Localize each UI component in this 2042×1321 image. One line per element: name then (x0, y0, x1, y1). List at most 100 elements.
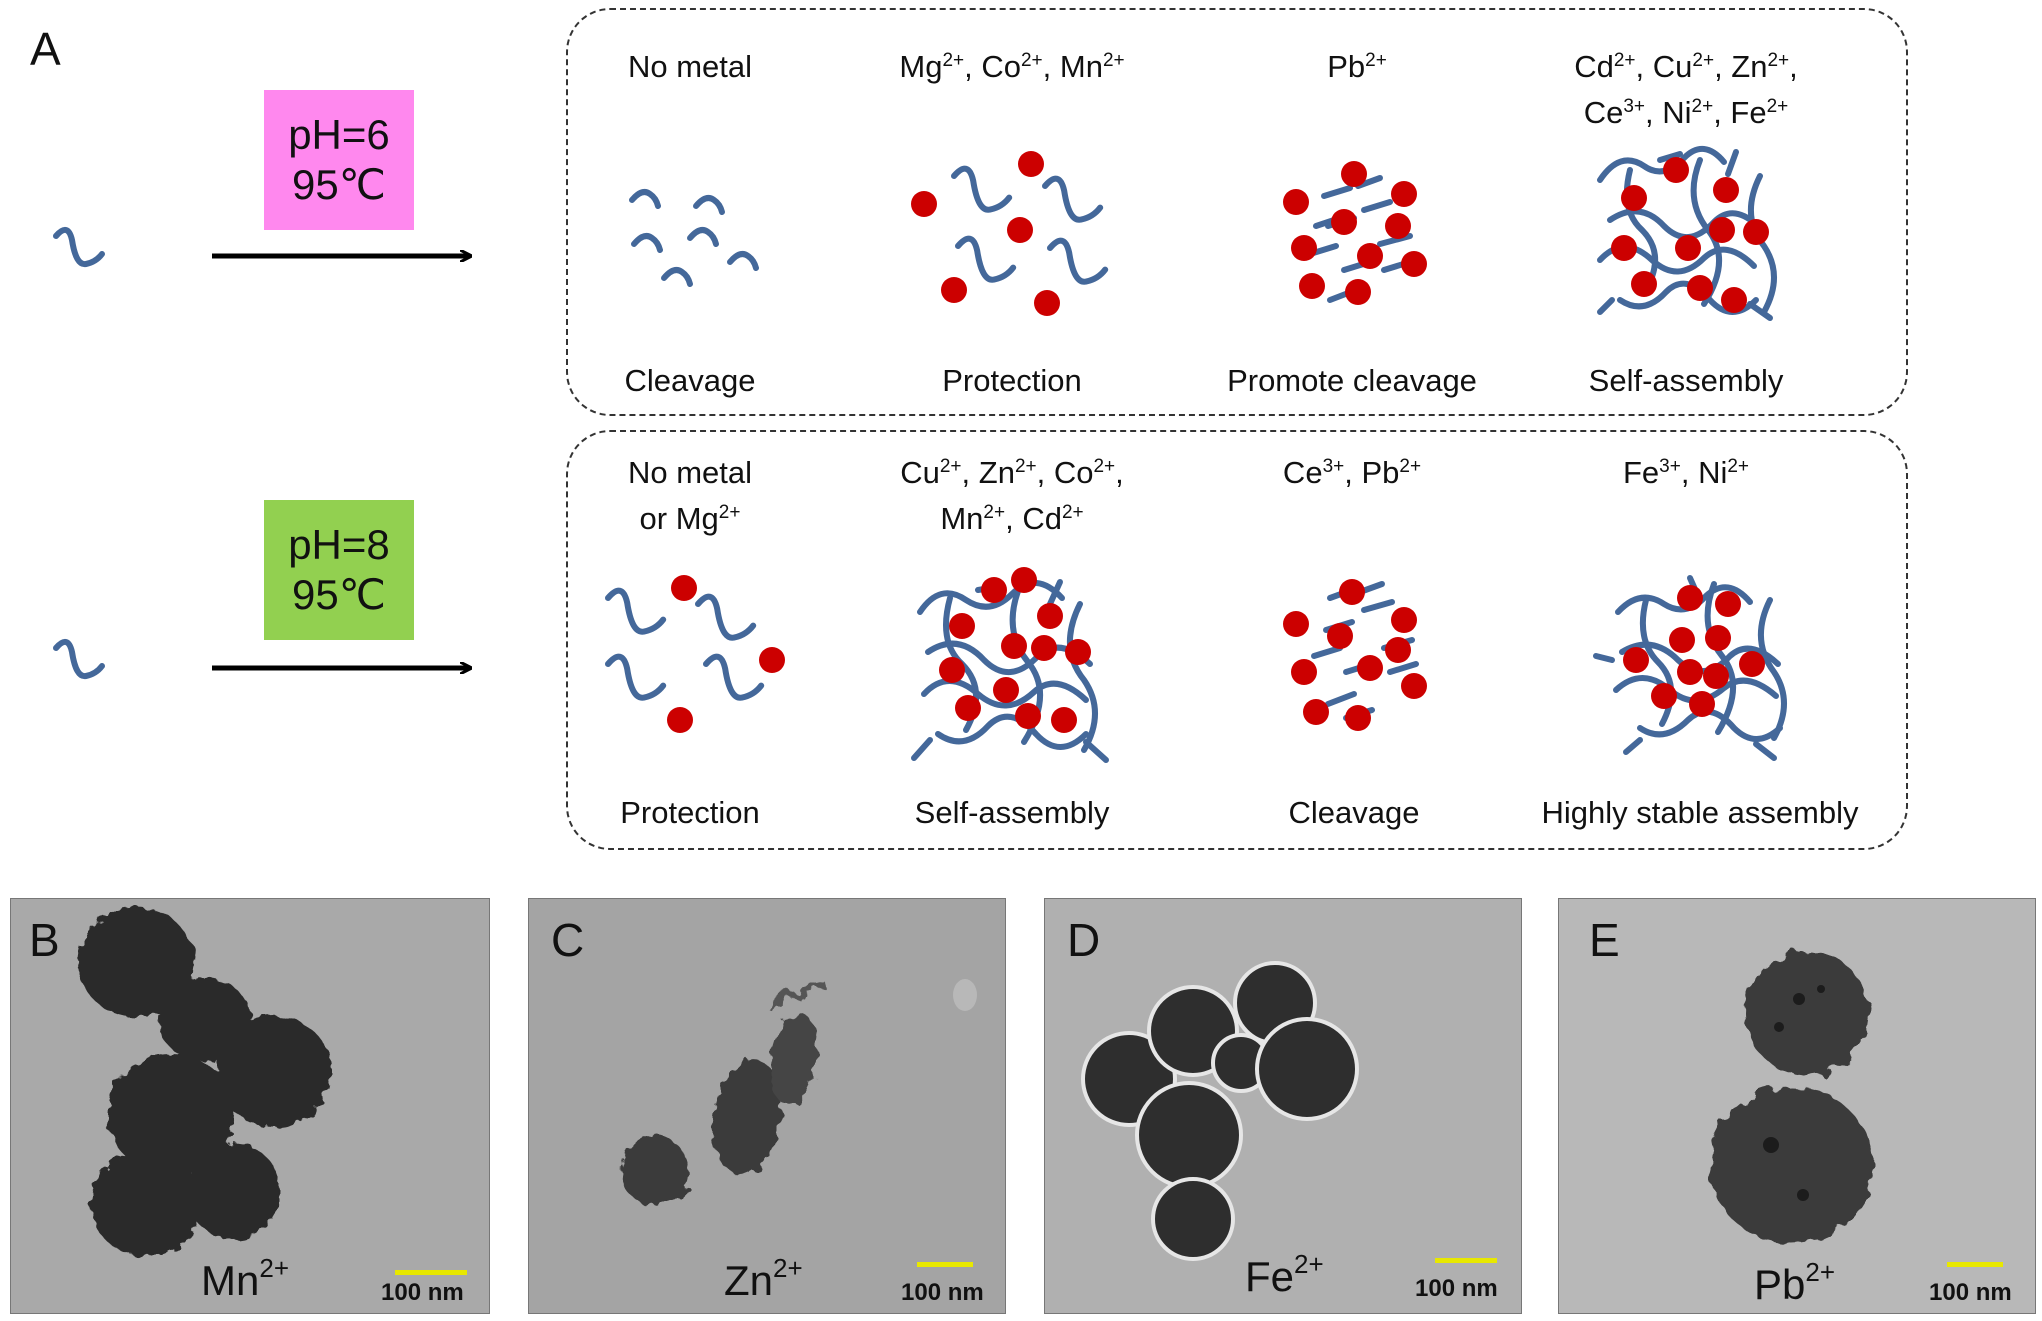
metal-ion-dot (1385, 637, 1411, 663)
scale-bar-label: 100 nm (1929, 1279, 2012, 1306)
dna-fragment (1325, 691, 1357, 707)
dna-fragment (661, 267, 693, 287)
outcome-label: Protection (942, 363, 1082, 398)
dna-tangle (1067, 601, 1098, 753)
tem-image-e: E Pb2+ 100 nm (1558, 898, 2036, 1314)
metal-ion-dot (1677, 659, 1703, 685)
dna-tangle (911, 737, 933, 761)
tem-panel-letter: E (1589, 914, 1620, 966)
scale-bar (917, 1262, 973, 1267)
dna-fragment (1355, 175, 1383, 189)
dna-tangle (1593, 653, 1615, 663)
scale-bar-label: 100 nm (1415, 1275, 1498, 1302)
metal-label: Fe3+, Ni2+ (1622, 455, 1750, 490)
dna-tangle (1704, 581, 1736, 735)
metal-ion-dot (1705, 625, 1731, 651)
metal-label: Cu2+, Zn2+, Co2+,Mn2+, Cd2+ (900, 455, 1124, 536)
tem-image-b: B Mn2+ 100 nm (10, 898, 490, 1314)
dna-fragment (727, 251, 759, 271)
metal-ion-dot (1034, 290, 1060, 316)
metal-ion-dot (1327, 623, 1353, 649)
metal-ion-dot (1621, 185, 1647, 211)
metal-ion-dot (1677, 585, 1703, 611)
metal-label: Pb2+ (1327, 49, 1387, 84)
dna-tangle (1753, 741, 1777, 761)
metal-ion-dot (981, 577, 1007, 603)
metal-ion-dot (1283, 189, 1309, 215)
scale-bar (395, 1270, 467, 1275)
metal-label: Mg2+, Co2+, Mn2+ (899, 49, 1125, 84)
dna-fragment (629, 189, 661, 209)
dna-strand (605, 587, 667, 635)
metal-ion-dot (1721, 287, 1747, 313)
tem-ion-label: Pb2+ (1754, 1257, 1836, 1308)
metal-label: Ce3+, Pb2+ (1282, 455, 1422, 490)
dna-fragment (1321, 185, 1353, 199)
metal-ion-dot (1631, 271, 1657, 297)
metal-ion-dot (1385, 213, 1411, 239)
metal-label: Cd2+, Cu2+, Zn2+,Ce3+, Ni2+, Fe2+ (1574, 49, 1798, 130)
dna-tangle (1747, 173, 1777, 315)
dna-strand (1047, 237, 1109, 285)
dna-tangle (1657, 151, 1683, 163)
metal-ion-dot (1001, 633, 1027, 659)
outcome-label: Promote cleavage (1227, 363, 1477, 398)
metal-ion-dot (1031, 635, 1057, 661)
metal-ion-dot (1623, 647, 1649, 673)
dna-fragment (1387, 661, 1419, 675)
metal-ion-dot (671, 575, 697, 601)
dna-tangle (917, 579, 1065, 615)
metal-ion-dot (1291, 235, 1317, 261)
condition-box-ph6: pH=6 95℃ (264, 90, 414, 230)
tem-image-d: D Fe2+ 100 nm (1044, 898, 1522, 1314)
metal-ion-dot (1283, 611, 1309, 637)
dna-tangle (1083, 739, 1109, 763)
metal-ion-dot (1709, 217, 1735, 243)
condition-ph: pH=6 (288, 111, 390, 158)
result-group-ph6 (566, 8, 1908, 416)
result-group-ph8 (566, 430, 1908, 850)
dna-tangle (1725, 149, 1739, 177)
tem-ion-label: Fe2+ (1245, 1249, 1324, 1300)
metal-ion-dot (1007, 217, 1033, 243)
outcome-label: Protection (620, 795, 760, 830)
dna-tangle (925, 640, 1093, 676)
scale-bar-label: 100 nm (381, 1279, 464, 1306)
dna-strand (53, 227, 105, 268)
metal-ion-dot (1391, 181, 1417, 207)
metal-ion-dot (1669, 627, 1695, 653)
metal-ion-dot (1018, 151, 1044, 177)
dna-strand (695, 593, 757, 641)
condition-ph: pH=8 (288, 521, 390, 568)
dna-fragment (687, 227, 719, 247)
outcome-label: Cleavage (1288, 795, 1420, 830)
metal-ion-dot (1345, 279, 1371, 305)
metal-ion-dot (1291, 659, 1317, 685)
dna-tangle (1597, 146, 1727, 183)
dna-fragment (1311, 645, 1343, 659)
dna-tangle (1690, 157, 1722, 307)
metal-ion-dot (1339, 579, 1365, 605)
metal-ion-dot (1715, 591, 1741, 617)
metal-ion-dot (1015, 703, 1041, 729)
metal-ion-dot (1713, 177, 1739, 203)
dna-strand (955, 235, 1017, 283)
metal-ion-dot (993, 677, 1019, 703)
metal-ion-dot (1341, 161, 1367, 187)
dna-strand (1042, 175, 1104, 223)
scale-bar-label: 100 nm (901, 1279, 984, 1306)
metal-ion-dot (941, 277, 967, 303)
metal-ion-dot (1651, 683, 1677, 709)
metal-ion-dot (939, 657, 965, 683)
dna-tangle (1623, 737, 1643, 755)
metal-ion-dot (1703, 663, 1729, 689)
metal-label: No metal (627, 49, 753, 84)
metal-ion-dot (1743, 219, 1769, 245)
metal-ion-dot (1357, 655, 1383, 681)
metal-ion-dot (1037, 603, 1063, 629)
tem-ion-label: Mn2+ (201, 1253, 290, 1304)
metal-ion-dot (1065, 639, 1091, 665)
metal-ion-dot (1675, 235, 1701, 261)
dna-strand (605, 653, 667, 701)
metal-ion-dot (1391, 607, 1417, 633)
